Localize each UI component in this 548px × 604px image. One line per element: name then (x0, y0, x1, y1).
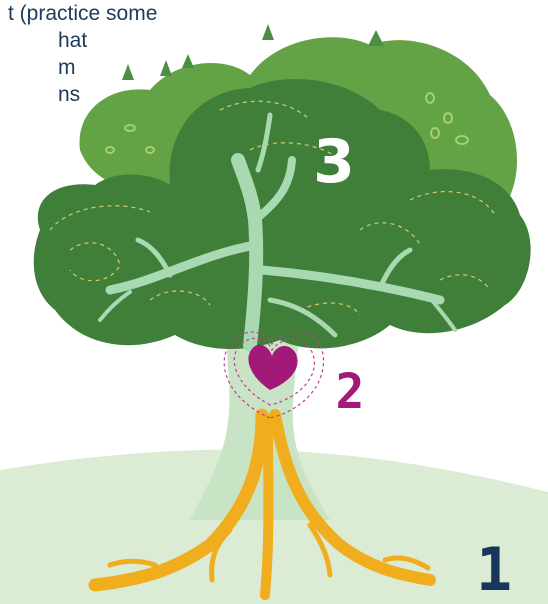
caption-line-3: m (58, 56, 76, 79)
branches (98, 112, 457, 352)
caption-line-4: ns (58, 83, 81, 106)
label-roots-number: 1 (476, 535, 512, 604)
caption-text: t (practice some hat m ns (0, 0, 330, 108)
ground-area (0, 449, 548, 604)
roots (88, 408, 436, 600)
heart-icon (223, 330, 324, 419)
caption-line-1: t (practice some (8, 2, 158, 25)
canopy-front (33, 79, 531, 350)
caption-line-2: hat (58, 29, 88, 52)
label-heart-number: 2 (336, 364, 365, 420)
label-canopy-number: 3 (313, 127, 355, 197)
